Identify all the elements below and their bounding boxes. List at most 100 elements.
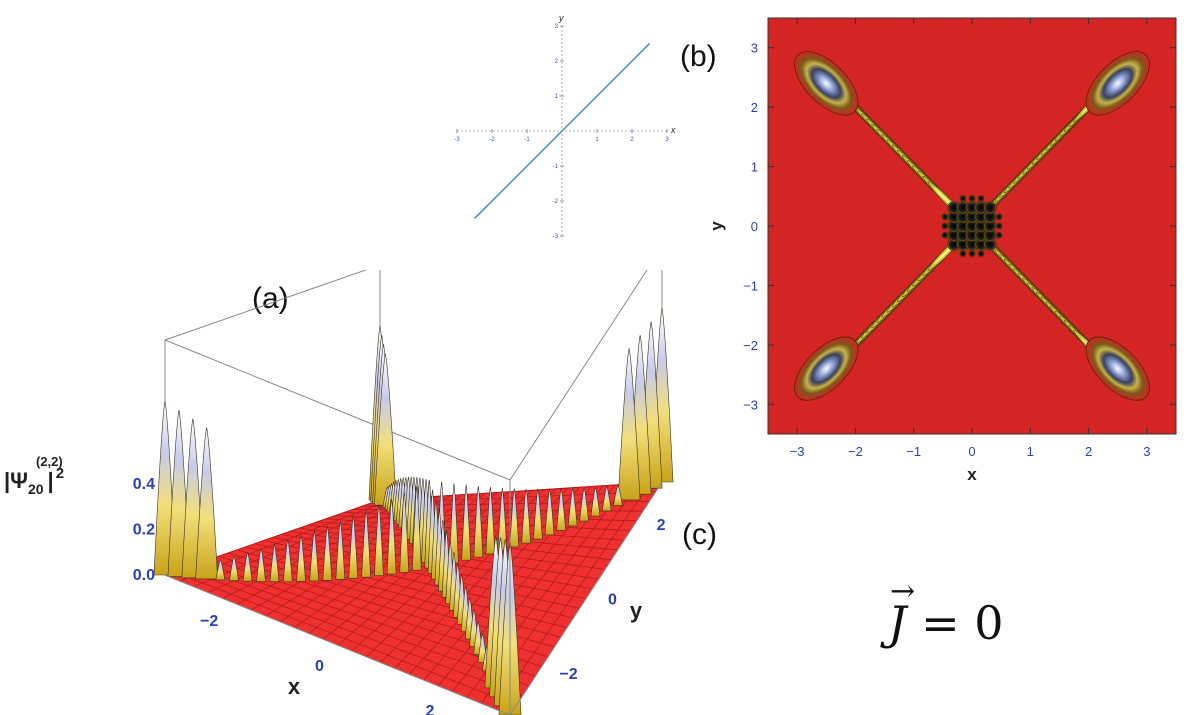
inset-x-tick-label: 2: [630, 137, 634, 143]
surface-peak: [521, 488, 531, 544]
box-front-edge: [509, 481, 663, 715]
floor-grid-line: [495, 482, 651, 710]
contour-y-tick-label: 3: [751, 41, 758, 56]
contour-center-dot: [983, 201, 997, 215]
contour-x-axis-label: x: [967, 465, 977, 484]
vector-arrow: →: [890, 574, 916, 609]
inset-y-tick-label: -2: [553, 199, 559, 205]
box-top-edge: [164, 270, 648, 481]
contour-y-axis-label: y: [707, 221, 726, 231]
contour-center-dot: [995, 222, 1003, 230]
current-symbol: →J: [888, 574, 915, 650]
contour-y-tick-label: 0: [751, 219, 758, 234]
surface-peak: [296, 534, 306, 582]
surface-peak: [256, 547, 266, 582]
z-label-exp: 2: [56, 465, 64, 482]
inset-y-tick-label: -1: [553, 164, 559, 170]
contour-center-dot: [977, 195, 985, 202]
inset-x-tick-label: -2: [489, 137, 495, 143]
surface-peak: [567, 487, 578, 527]
equation-rhs: = 0: [921, 596, 1004, 650]
surface-peak: [617, 348, 641, 501]
contour-x-tick-label: 0: [968, 444, 975, 459]
contour-corner-lobe: [1085, 51, 1150, 116]
surface-peak: [497, 487, 508, 551]
z-label-main: |Ψ: [4, 468, 28, 493]
contour-center-dot: [968, 250, 976, 257]
surface-peak: [348, 515, 359, 579]
contour-center-dot: [941, 213, 949, 221]
contour-center-dot: [977, 250, 985, 257]
surface-peak: [601, 485, 612, 512]
box-front-edge: [164, 574, 511, 715]
surface-peak: [461, 484, 471, 561]
surface-peak: [282, 539, 293, 582]
contour-x-tick-label: 2: [1085, 444, 1092, 459]
surface-peak: [613, 484, 623, 506]
z-label-sub: 20: [28, 481, 44, 497]
contour-center-dot: [995, 231, 1003, 239]
contour-y-tick-label: −2: [743, 338, 758, 353]
surface-peak: [361, 510, 371, 578]
surface-z-axis-label: |Ψ20|2 (2,2): [4, 454, 64, 497]
surface-z-tick-label: 0.4: [133, 476, 155, 493]
contour-y-tick-label: −1: [743, 278, 758, 293]
surface-peak: [399, 492, 410, 573]
surface-peak: [386, 498, 397, 575]
inset-y-tick-label: 3: [555, 24, 559, 30]
surface-peak: [556, 488, 566, 531]
surface-y-tick-label: 0: [608, 592, 617, 609]
surface-ridges: [153, 307, 674, 715]
surface-peak: [269, 543, 280, 582]
svg-text:|Ψ20|2: |Ψ20|2: [4, 465, 64, 497]
inset-x-axis-label: x: [670, 125, 676, 135]
contour-x-tick-label: −3: [790, 444, 805, 459]
contour-fringes: [794, 51, 1150, 401]
surface-x-tick-label: −2: [200, 613, 218, 630]
surface-y-tick-label: 2: [657, 517, 666, 534]
surface-box-front: [164, 480, 663, 715]
contour-x-tick-label: −1: [906, 444, 921, 459]
surface-peak: [411, 486, 422, 571]
contour-y-tick-label: 1: [751, 160, 758, 175]
inset-x-tick-label: 1: [595, 137, 599, 143]
surface-z-tick-label: 0.2: [133, 521, 155, 538]
z-label-tail: |: [48, 468, 54, 493]
surface-peak: [590, 486, 601, 517]
contour-corner-lobe: [794, 51, 859, 116]
inset-y-axis-label: y: [558, 13, 564, 23]
inset-x-tick-label: -3: [454, 137, 460, 143]
contour-center-dot: [995, 213, 1003, 221]
surface-z-tick-label: 0.0: [133, 567, 155, 584]
contour-y-tick-label: 2: [751, 100, 758, 115]
contour-center-dot: [941, 231, 949, 239]
surface-peak: [322, 526, 333, 581]
contour-center-dot: [959, 250, 967, 257]
contour-y-tick-label: −3: [743, 397, 758, 412]
contour-center-dot: [968, 195, 976, 202]
surface-peak: [229, 555, 239, 581]
surface-y-tick-label: −2: [559, 666, 577, 683]
surface-peak: [449, 483, 459, 564]
surface-x-tick-label: 0: [315, 658, 324, 675]
contour-x-tick-label: 1: [1027, 444, 1034, 459]
surface-peak: [309, 529, 320, 582]
surface-peak: [579, 487, 589, 522]
surface-peak: [473, 486, 484, 558]
contour-center-dot: [959, 195, 967, 202]
surface-peak: [335, 521, 346, 580]
panel-label-b: (b): [680, 40, 717, 73]
inset-x-tick-label: 3: [665, 137, 669, 143]
inset-y-tick-label: 1: [555, 94, 559, 100]
surface-peak: [374, 504, 384, 577]
surface-y-axis-label: y: [630, 598, 643, 623]
surface-peak: [485, 487, 496, 555]
surface-x-tick-label: 2: [425, 703, 434, 715]
contour-corner-lobe: [1085, 336, 1150, 401]
contour-corner-lobe: [794, 336, 859, 401]
current-symbol-letter: J: [888, 596, 907, 650]
